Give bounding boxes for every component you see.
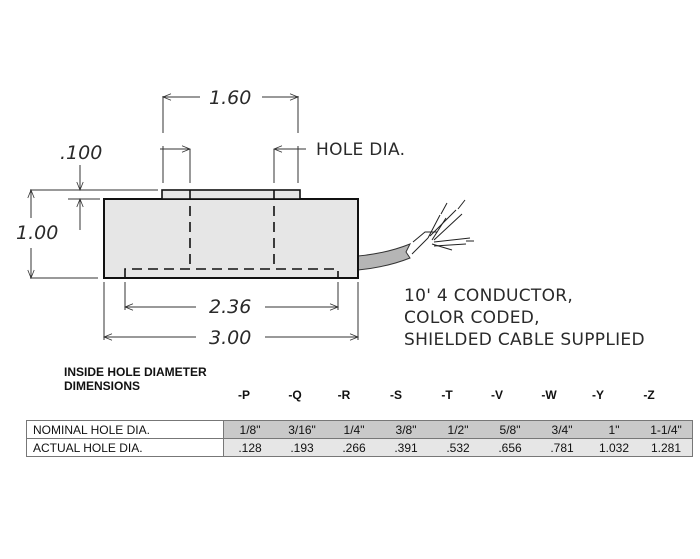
column-header: -P (238, 388, 250, 402)
dim-overall-width (104, 282, 358, 340)
cell: .656 (484, 438, 536, 457)
column-header: -V (491, 388, 503, 402)
cell: .532 (432, 438, 484, 457)
table-heading: INSIDE HOLE DIAMETER DIMENSIONS (64, 365, 207, 393)
cable-wires (411, 199, 474, 255)
dim-hole-spacing-label: 1.60 (209, 87, 251, 109)
cell: 1.032 (588, 438, 640, 457)
dim-top-step (30, 165, 158, 230)
cell: .781 (536, 438, 588, 457)
table-heading-line-2: DIMENSIONS (64, 379, 141, 393)
cell: 1" (588, 420, 640, 439)
cable-note-line-3: SHIELDED CABLE SUPPLIED (404, 330, 645, 350)
load-cell-body (103, 198, 359, 279)
cell: 5/8" (484, 420, 536, 439)
table-row: ACTUAL HOLE DIA. .128 .193 .266 .391 .53… (26, 438, 693, 457)
cell: .391 (380, 438, 432, 457)
cell: 1/8" (223, 420, 276, 439)
table-row: NOMINAL HOLE DIA. 1/8" 3/16" 1/4" 3/8" 1… (26, 420, 693, 439)
column-header: -W (541, 388, 557, 402)
cable-note-line-1: 10' 4 CONDUCTOR, (404, 286, 573, 306)
hole-dimensions-table: NOMINAL HOLE DIA. 1/8" 3/16" 1/4" 3/8" 1… (26, 420, 693, 457)
column-header: -S (390, 388, 402, 402)
cell: 1-1/4" (640, 420, 693, 439)
dim-height-label: 1.00 (16, 222, 58, 244)
dim-inner-width (125, 282, 338, 310)
cell: 1.281 (640, 438, 693, 457)
row-label: ACTUAL HOLE DIA. (26, 438, 224, 457)
cell: .193 (276, 438, 328, 457)
hidden-hole-lines (124, 190, 339, 278)
load-cell-drawing: 1.60 HOLE DIA. .100 1.00 2.36 3.00 10' 4… (16, 87, 645, 350)
dim-inner-width-label: 2.36 (209, 296, 251, 318)
dim-overall-width-label: 3.00 (209, 327, 251, 349)
cable (357, 243, 412, 271)
table-heading-line-1: INSIDE HOLE DIAMETER (64, 365, 207, 379)
cell: 1/2" (432, 420, 484, 439)
dim-top-step-label: .100 (60, 142, 102, 164)
hole-dia-label: HOLE DIA. (316, 140, 405, 160)
cell: .266 (328, 438, 380, 457)
column-header: -Y (592, 388, 604, 402)
dim-height (30, 190, 98, 278)
dim-hole-spacing (163, 96, 298, 183)
column-header: -Z (643, 388, 655, 402)
column-header: -Q (288, 388, 302, 402)
cell: 3/4" (536, 420, 588, 439)
cell: .128 (223, 438, 276, 457)
dim-hole-dia (160, 149, 306, 183)
cell: 3/16" (276, 420, 328, 439)
cell: 3/8" (380, 420, 432, 439)
cable-note-line-2: COLOR CODED, (404, 308, 540, 328)
column-header: -T (441, 388, 453, 402)
row-label: NOMINAL HOLE DIA. (26, 420, 224, 439)
column-header: -R (337, 388, 351, 402)
load-button (161, 189, 301, 200)
cell: 1/4" (328, 420, 380, 439)
